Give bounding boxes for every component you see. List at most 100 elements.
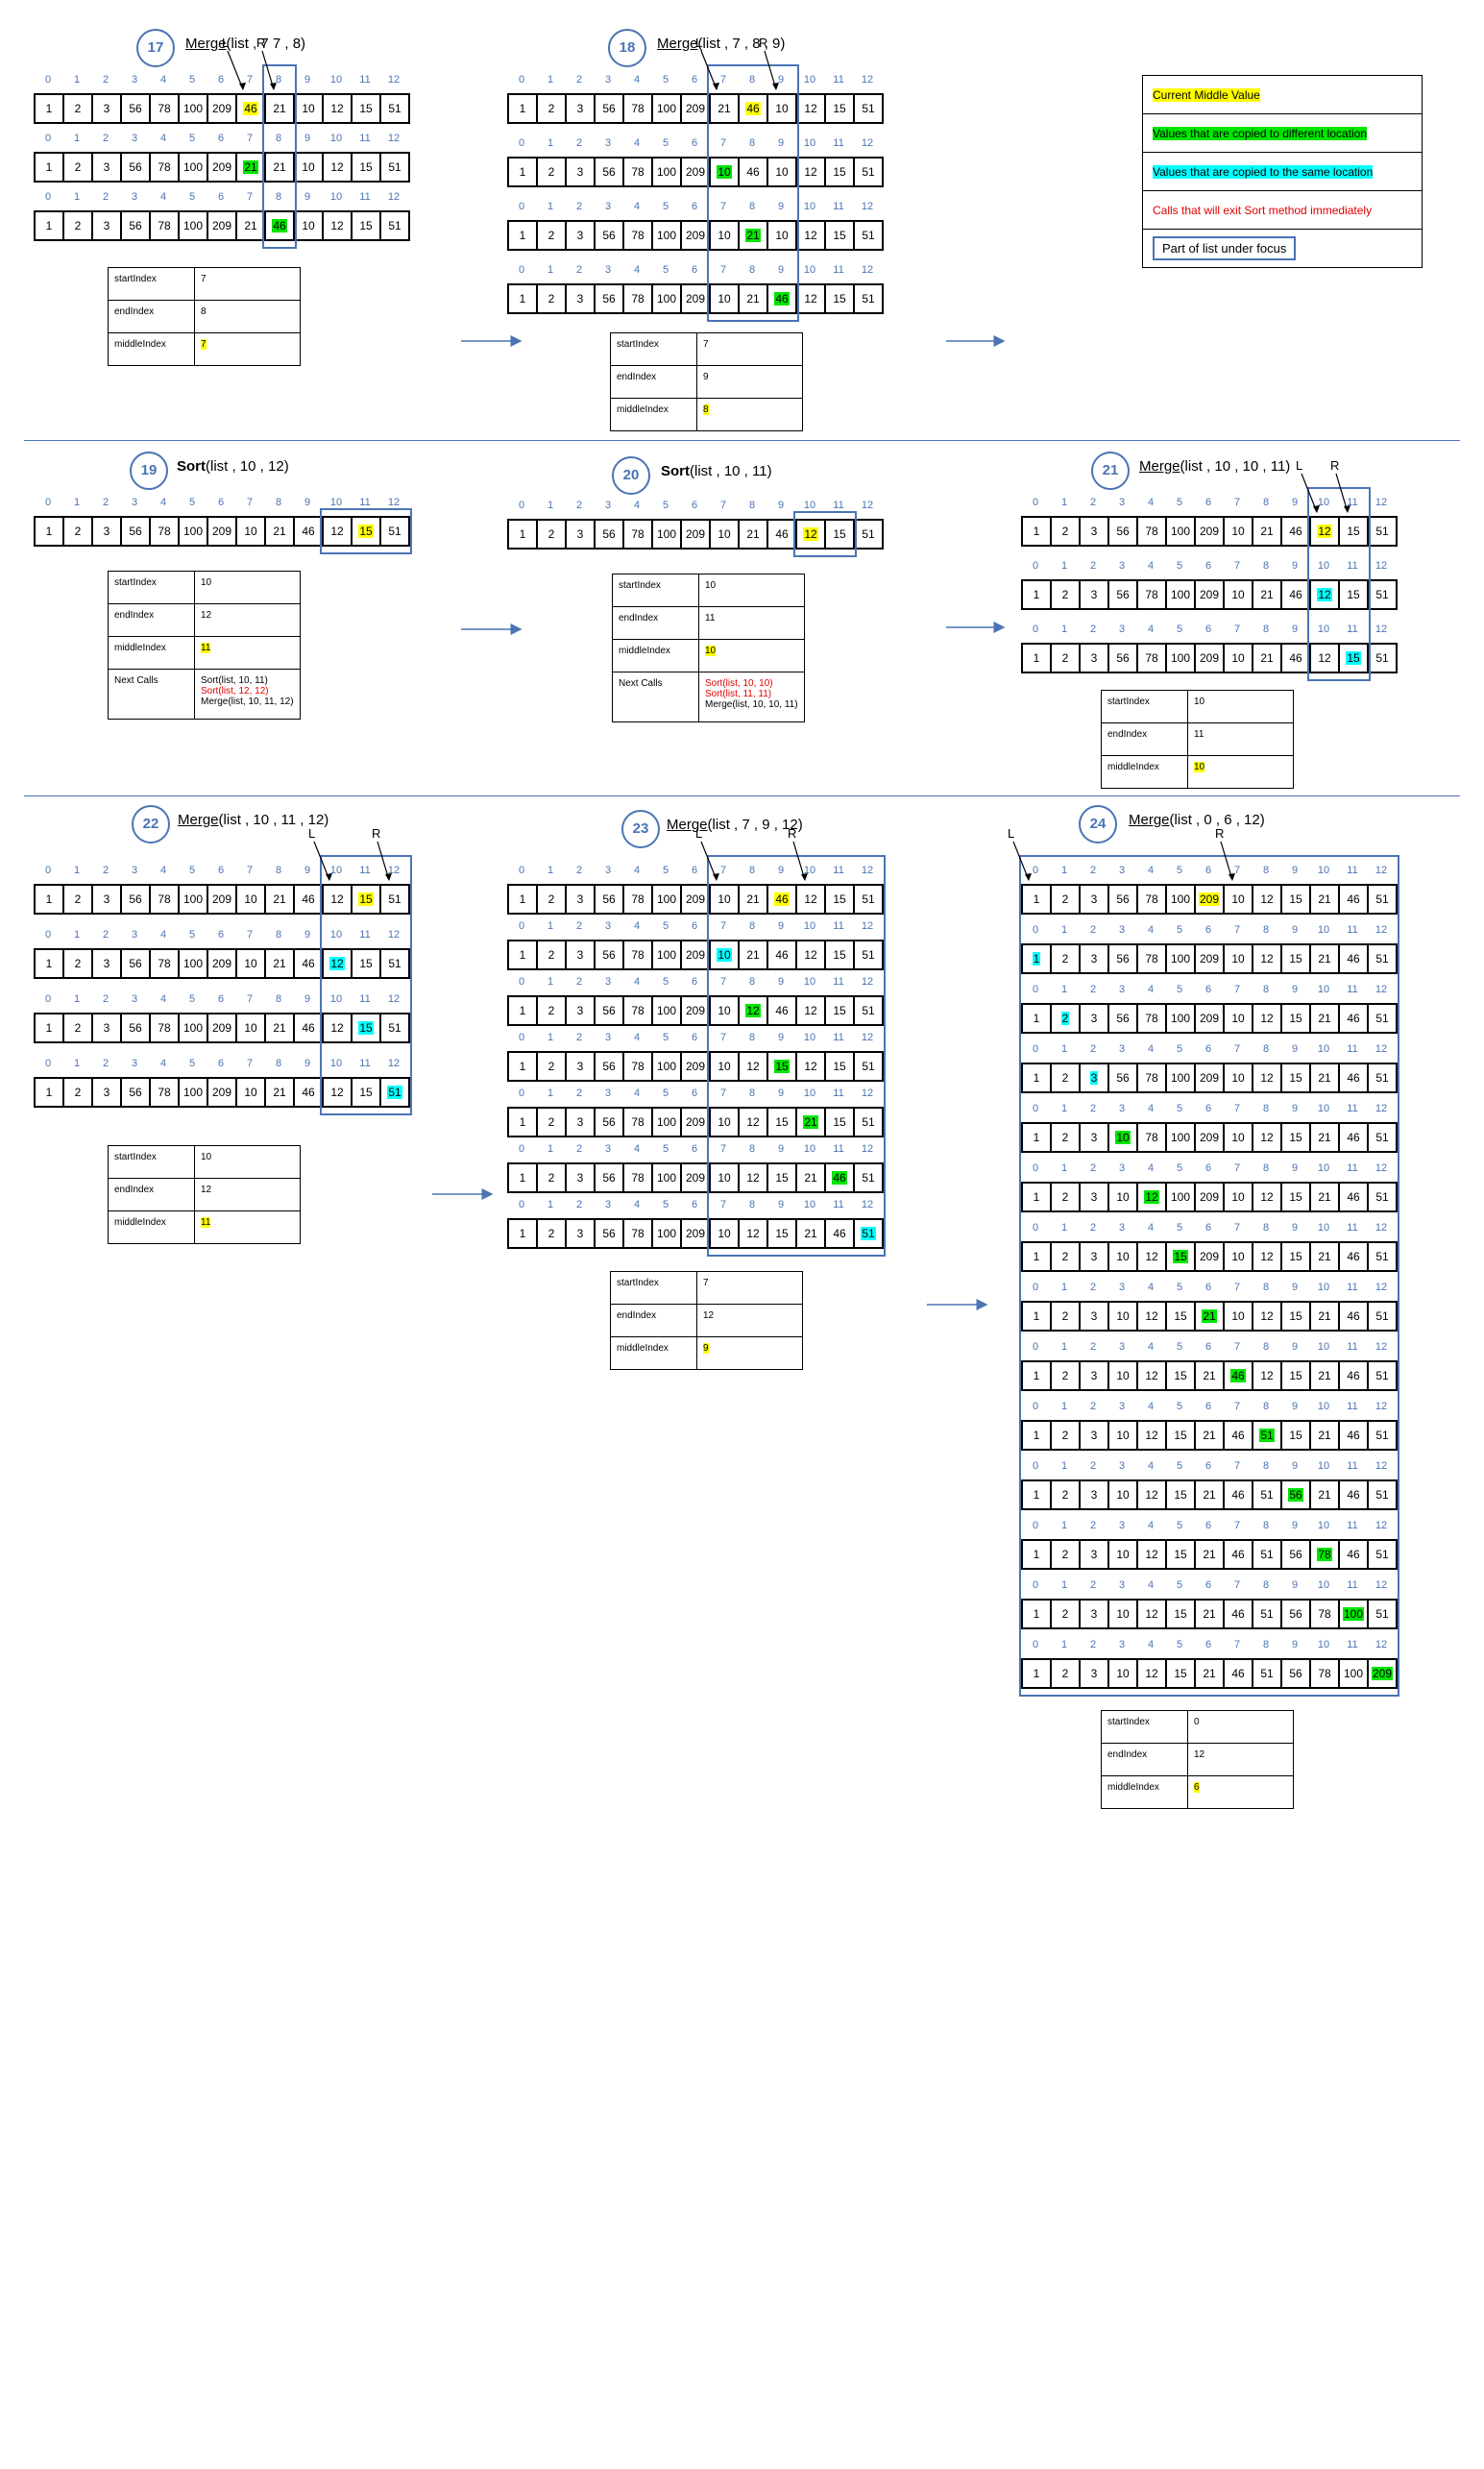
index-label: 11 <box>1347 1103 1358 1114</box>
cell-value: 100 <box>1170 651 1191 665</box>
index-label: 7 <box>719 1143 727 1155</box>
index-label: 0 <box>518 865 525 876</box>
cell-value: 209 <box>1199 1071 1220 1085</box>
index-label: 7 <box>1233 1520 1241 1531</box>
index-label: 0 <box>44 929 52 941</box>
index-label: 9 <box>777 1032 785 1043</box>
cell-value: 2 <box>1061 1667 1069 1680</box>
cell-value: 56 <box>1116 651 1130 665</box>
index-label: 10 <box>1317 560 1330 572</box>
index-label: 10 <box>803 74 816 86</box>
info-key: endIndex <box>610 1304 697 1337</box>
cell-value: 2 <box>547 892 555 906</box>
index-label: 11 <box>833 264 844 276</box>
cell-value: 1 <box>519 892 526 906</box>
index-label: 4 <box>1147 1341 1155 1353</box>
index-label: 3 <box>604 1199 612 1210</box>
index-label: 5 <box>662 1032 669 1043</box>
index-label: 9 <box>304 1058 311 1069</box>
array-cell: 51 <box>853 940 884 970</box>
cell-value: 46 <box>1347 1012 1360 1025</box>
cell-value: 21 <box>745 229 761 242</box>
index-label: 3 <box>604 976 612 988</box>
index-label: 12 <box>1375 1341 1388 1353</box>
cell-value: 10 <box>1231 525 1245 538</box>
cell-value: 56 <box>129 892 142 906</box>
index-label: 4 <box>1147 1222 1155 1234</box>
index-label: 1 <box>1060 1222 1068 1234</box>
cell-value: 209 <box>685 892 706 906</box>
function-name: Merge <box>185 36 227 52</box>
cell-value: 10 <box>302 219 315 232</box>
index-label: 1 <box>547 865 554 876</box>
index-label: 2 <box>1089 1520 1097 1531</box>
index-label: 0 <box>44 133 52 144</box>
step-number: 24 <box>1079 805 1117 843</box>
cell-value: 209 <box>1199 588 1220 601</box>
function-name: Merge <box>178 812 219 828</box>
index-label: 6 <box>1204 1639 1212 1650</box>
index-label: 3 <box>131 1058 138 1069</box>
index-label: 5 <box>188 74 196 86</box>
cell-value: 15 <box>833 527 846 541</box>
index-label: 12 <box>1375 1401 1388 1412</box>
focus-box <box>262 64 297 249</box>
cell-value: 15 <box>358 525 374 538</box>
index-label: 7 <box>719 1032 727 1043</box>
cell-value: 12 <box>803 527 818 541</box>
cell-value: 78 <box>1145 1012 1158 1025</box>
index-label: 10 <box>329 133 343 144</box>
cell-value: 1 <box>1033 1012 1040 1025</box>
index-label: 11 <box>833 201 844 212</box>
cell-value: 2 <box>1061 1190 1069 1204</box>
index-label: 0 <box>1032 497 1039 508</box>
index-label: 7 <box>1233 1639 1241 1650</box>
index-label: 5 <box>1176 623 1183 635</box>
index-label: 1 <box>73 191 81 203</box>
cell-value: 56 <box>602 892 616 906</box>
index-label: 9 <box>1291 1639 1299 1650</box>
info-value-text: 7 <box>201 274 207 284</box>
index-label: 11 <box>833 976 844 988</box>
cell-value: 3 <box>103 219 110 232</box>
index-label: 11 <box>833 74 844 86</box>
index-label: 4 <box>633 264 641 276</box>
cell-value: 1 <box>1033 1607 1040 1621</box>
index-label: 7 <box>246 1058 254 1069</box>
index-label: 11 <box>1347 623 1358 635</box>
cell-value: 56 <box>602 165 616 179</box>
cell-value: 12 <box>1145 1607 1158 1621</box>
cell-value: 10 <box>1231 1250 1245 1263</box>
index-label: 9 <box>777 920 785 932</box>
index-label: 9 <box>777 264 785 276</box>
array-cell: 51 <box>379 884 410 915</box>
index-label: 2 <box>575 264 583 276</box>
index-label: 4 <box>1147 1282 1155 1293</box>
index-label: 6 <box>1204 1401 1212 1412</box>
cell-value: 78 <box>631 229 645 242</box>
index-label: 12 <box>1375 1520 1388 1531</box>
cell-value: 51 <box>862 1004 875 1017</box>
info-value: 12 <box>194 603 301 637</box>
cell-value: 100 <box>1170 1012 1191 1025</box>
index-label: 7 <box>1233 924 1241 936</box>
cell-value: 78 <box>158 160 171 174</box>
function-name: Merge <box>657 36 698 52</box>
index-label: 6 <box>691 920 698 932</box>
cell-value: 56 <box>1116 1071 1130 1085</box>
cell-value: 51 <box>862 102 875 115</box>
index-label: 12 <box>387 133 401 144</box>
index-label: 3 <box>1118 1639 1126 1650</box>
index-label: 10 <box>329 191 343 203</box>
cell-value: 3 <box>576 527 584 541</box>
index-label: 9 <box>1291 924 1299 936</box>
cell-value: 10 <box>775 165 789 179</box>
